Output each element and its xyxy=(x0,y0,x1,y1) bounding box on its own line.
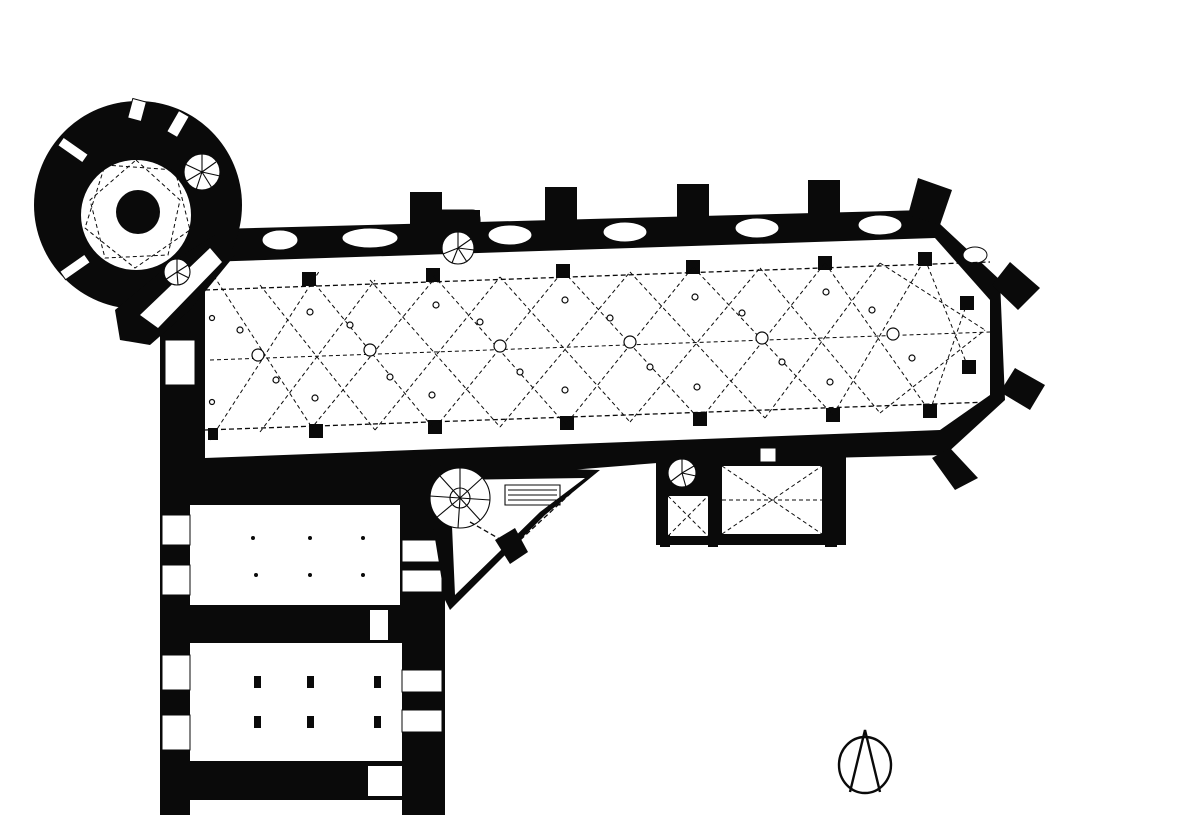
north-windows xyxy=(261,214,988,264)
tower-core xyxy=(116,190,160,234)
west-wing-room-upper xyxy=(190,505,400,605)
north-arrow-icon xyxy=(837,729,893,795)
spiral-stair-passage xyxy=(163,258,191,286)
west-wing-room-middle xyxy=(190,643,402,761)
apse-buttresses xyxy=(932,262,1045,490)
column-bases-upper xyxy=(251,536,365,577)
buttresses-north xyxy=(410,178,952,237)
side-chapel xyxy=(656,447,846,547)
spiral-stair-tower xyxy=(183,153,221,191)
spiral-stair-chapel xyxy=(667,458,697,488)
south-annex xyxy=(429,465,600,610)
nave-floor xyxy=(205,238,990,458)
straight-stair xyxy=(504,484,561,506)
spiral-stair-north xyxy=(440,209,481,265)
column-bases-middle xyxy=(254,676,381,728)
nave xyxy=(160,178,1045,490)
west-portal xyxy=(164,339,196,386)
vault-bosses xyxy=(208,288,916,406)
spiral-stair-south xyxy=(429,467,491,529)
west-wing-room-lower xyxy=(190,800,402,815)
round-tower xyxy=(34,97,242,345)
altar-block xyxy=(495,528,528,564)
